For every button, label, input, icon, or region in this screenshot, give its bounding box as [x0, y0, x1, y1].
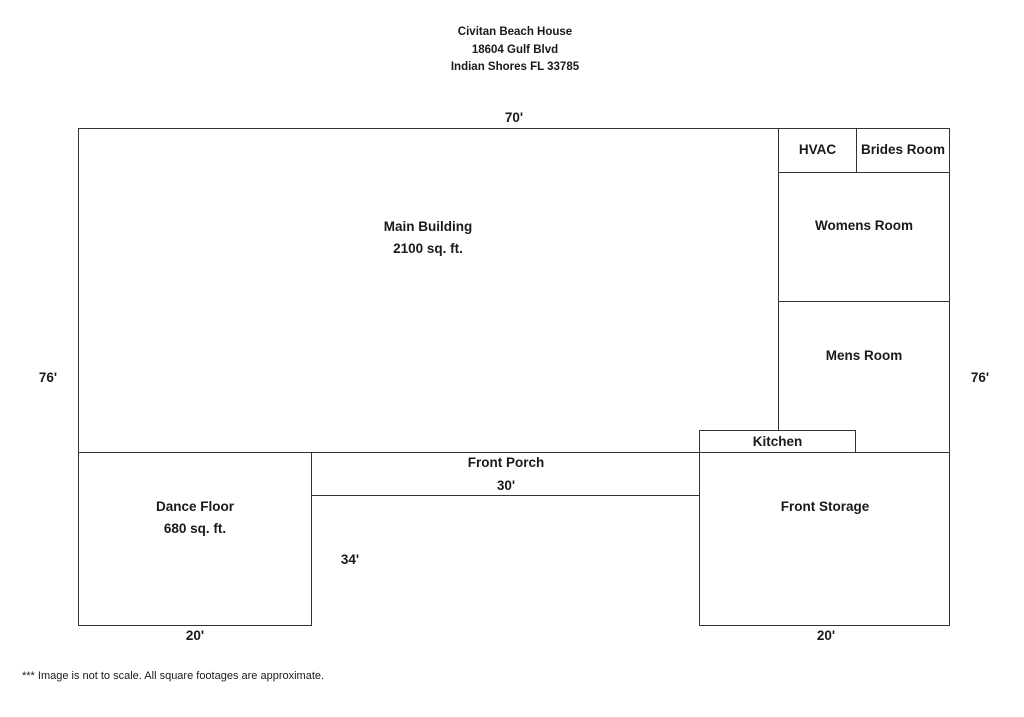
main-building-area: 2100 sq. ft.	[393, 241, 463, 256]
hvac-label: HVAC	[798, 142, 837, 157]
porch-depth-dimension: 34'	[340, 552, 360, 567]
front-porch	[310, 452, 701, 496]
womens-room-label: Womens Room	[814, 218, 913, 233]
main-building-name: Main Building	[383, 219, 473, 234]
dance-floor-width-dimension: 20'	[185, 628, 205, 643]
venue-city: Indian Shores FL 33785	[450, 61, 580, 73]
scale-disclaimer: *** Image is not to scale. All square fo…	[22, 670, 325, 682]
dance-floor-area: 680 sq. ft.	[163, 521, 227, 536]
hvac-room: HVAC	[778, 128, 857, 173]
front-storage	[699, 452, 950, 626]
right-height-dimension: 76'	[970, 370, 990, 385]
top-width-dimension: 70'	[504, 110, 524, 125]
front-storage-label: Front Storage	[780, 499, 870, 514]
left-height-dimension: 76'	[38, 370, 58, 385]
dance-floor	[78, 452, 312, 626]
womens-room: Womens Room	[778, 172, 950, 302]
venue-street: 18604 Gulf Blvd	[471, 43, 559, 56]
brides-room: Brides Room	[856, 128, 950, 173]
storage-width-dimension: 20'	[816, 628, 836, 643]
kitchen-label: Kitchen	[752, 434, 803, 449]
venue-name: Civitan Beach House	[457, 26, 573, 38]
brides-room-label: Brides Room	[860, 142, 945, 157]
kitchen: Kitchen	[699, 430, 856, 453]
mens-room-label: Mens Room	[825, 348, 903, 363]
mens-room: Mens Room	[778, 301, 950, 453]
floorplan-header: Civitan Beach House 18604 Gulf Blvd Indi…	[0, 24, 1024, 77]
main-building	[78, 128, 779, 453]
dance-floor-name: Dance Floor	[155, 499, 234, 514]
front-porch-label: Front Porch	[467, 455, 545, 470]
front-porch-width: 30'	[496, 478, 516, 493]
